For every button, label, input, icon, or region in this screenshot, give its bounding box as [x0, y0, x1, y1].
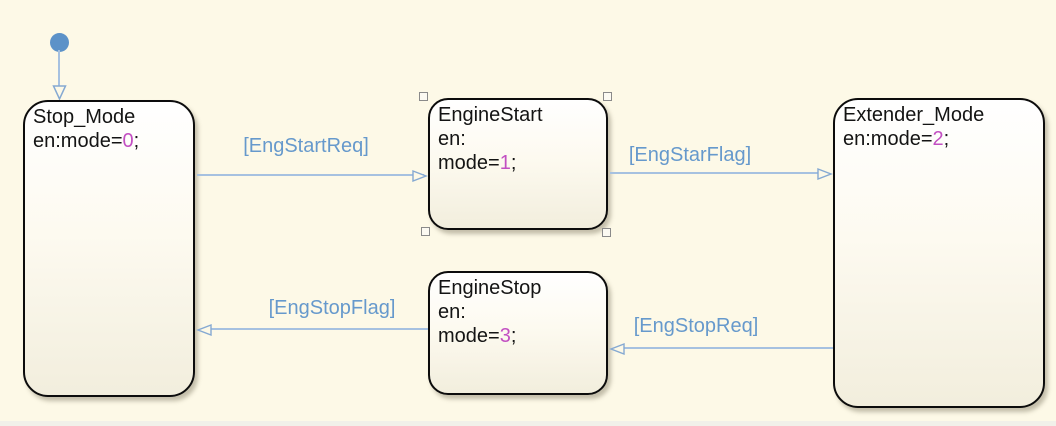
state-engine-start-text: EngineStart en: mode=1; [430, 100, 606, 175]
transition-label-eng-stop-req[interactable]: [EngStopReq] [633, 315, 759, 337]
state-engine-stop-text: EngineStop en: mode=3; [430, 273, 606, 348]
default-transition-dot[interactable] [50, 33, 69, 52]
state-extender-mode[interactable]: Extender_Mode en:mode=2; [833, 98, 1045, 408]
state-entry-keyword: en: [438, 128, 466, 150]
selection-handle-top-right[interactable] [603, 92, 612, 101]
state-stop-mode-text: Stop_Mode en:mode=0; [25, 102, 193, 153]
transition-label-eng-star-flag[interactable]: [EngStarFlag] [628, 144, 752, 166]
state-stop-mode[interactable]: Stop_Mode en:mode=0; [23, 100, 195, 397]
transition-label-eng-stop-flag[interactable]: [EngStopFlag] [268, 297, 396, 319]
canvas-bottom-edge [0, 421, 1056, 426]
transition-eng-stop-req[interactable] [624, 347, 833, 349]
arrowhead-left-icon [609, 342, 625, 360]
state-engine-start[interactable]: EngineStart en: mode=1; [428, 98, 608, 230]
arrowhead-right-icon [817, 167, 833, 185]
default-transition-line[interactable] [58, 50, 60, 86]
transition-eng-start-req[interactable] [197, 174, 424, 176]
arrowhead-right-icon [412, 169, 428, 187]
state-entry-action: en:mode=0; [33, 130, 140, 152]
transition-eng-star-flag[interactable] [610, 172, 818, 174]
selection-handle-bottom-right[interactable] [602, 228, 611, 237]
state-extender-mode-text: Extender_Mode en:mode=2; [835, 100, 1043, 151]
selection-handle-top-left[interactable] [419, 92, 428, 101]
state-entry-keyword: en: [438, 301, 466, 323]
state-entry-action: mode=1; [438, 152, 517, 174]
state-name: EngineStart [438, 104, 543, 126]
state-entry-action: mode=3; [438, 325, 517, 347]
state-name: Extender_Mode [843, 104, 985, 126]
transition-eng-stop-flag[interactable] [211, 328, 428, 330]
state-engine-stop[interactable]: EngineStop en: mode=3; [428, 271, 608, 395]
state-name: Stop_Mode [33, 106, 136, 128]
selection-handle-bottom-left[interactable] [421, 227, 430, 236]
transition-label-eng-start-req[interactable]: [EngStartReq] [243, 135, 369, 157]
state-entry-action: en:mode=2; [843, 128, 950, 150]
default-transition-arrowhead-icon [52, 85, 67, 106]
state-name: EngineStop [438, 277, 542, 299]
arrowhead-left-icon [196, 323, 212, 341]
